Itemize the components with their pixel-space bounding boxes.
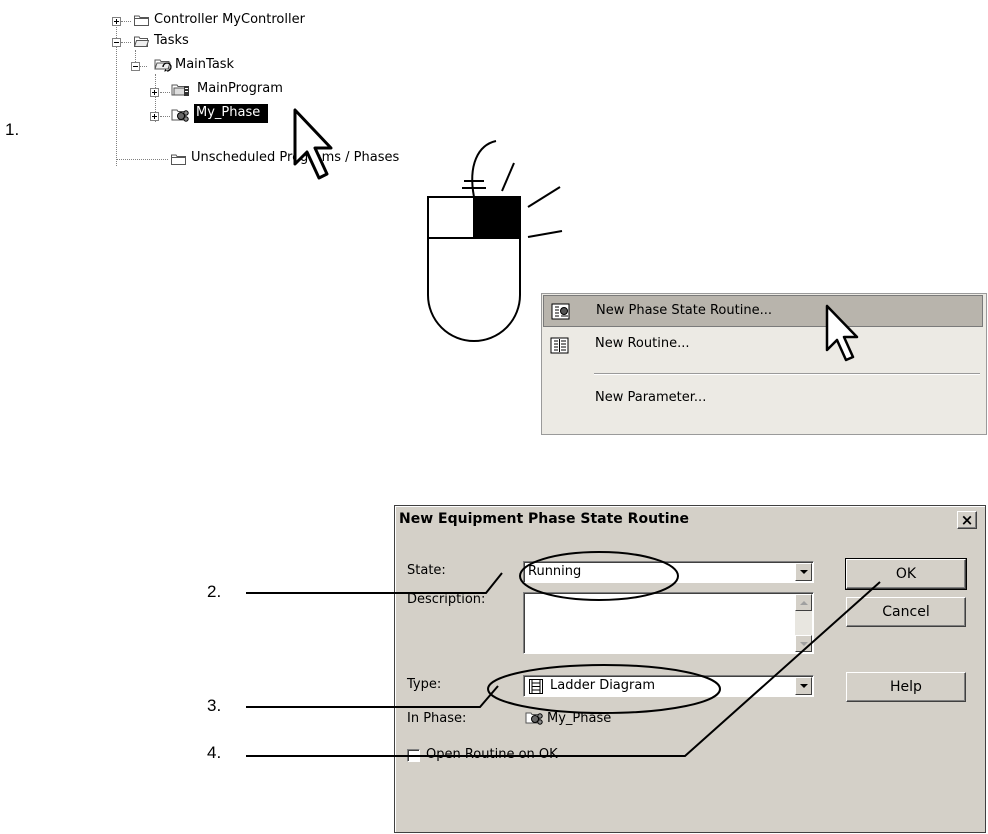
scroll-up-icon bbox=[799, 600, 808, 605]
in-phase-value: My_Phase bbox=[547, 711, 612, 726]
type-value: Ladder Diagram bbox=[550, 678, 656, 693]
expand-my-phase-toggle[interactable] bbox=[150, 112, 159, 121]
close-button[interactable]: × bbox=[957, 511, 977, 529]
phase-state-routine-icon bbox=[551, 303, 570, 320]
menu-item-label: New Parameter... bbox=[595, 390, 707, 405]
expand-mainprogram-toggle[interactable] bbox=[150, 88, 159, 97]
dialog-title-bar: New Equipment Phase State Routine × bbox=[397, 508, 981, 532]
open-routine-label[interactable]: Open Routine on OK bbox=[426, 747, 558, 762]
tree-item-controller[interactable]: Controller MyController bbox=[154, 12, 305, 27]
collapse-maintask-toggle[interactable] bbox=[131, 62, 140, 71]
step-2-label: 2. bbox=[207, 582, 222, 601]
help-button[interactable]: Help bbox=[846, 672, 966, 702]
cancel-label: Cancel bbox=[882, 604, 930, 620]
controller-organizer-tree: Controller MyController Tasks MainTask M… bbox=[110, 8, 470, 180]
program-icon bbox=[171, 84, 189, 96]
state-value: Running bbox=[528, 564, 582, 579]
open-routine-checkbox[interactable] bbox=[407, 749, 420, 762]
type-dropdown[interactable]: Ladder Diagram bbox=[523, 675, 814, 697]
menu-item-label: New Routine... bbox=[595, 336, 690, 351]
collapse-tasks-toggle[interactable] bbox=[112, 38, 121, 47]
ok-button[interactable]: OK bbox=[845, 558, 967, 590]
task-icon bbox=[154, 59, 172, 72]
type-label: Type: bbox=[407, 677, 442, 692]
phase-icon bbox=[525, 712, 543, 725]
dialog-title: New Equipment Phase State Routine bbox=[399, 511, 689, 527]
context-menu: New Phase State Routine... New Routine..… bbox=[541, 293, 987, 435]
tree-item-maintask[interactable]: MainTask bbox=[175, 57, 235, 72]
mouse-pointer-icon bbox=[825, 304, 859, 362]
expand-controller-toggle[interactable] bbox=[112, 17, 121, 26]
open-folder-icon bbox=[134, 36, 149, 47]
tree-item-tasks[interactable]: Tasks bbox=[154, 33, 189, 48]
menu-item-label: New Phase State Routine... bbox=[596, 303, 772, 318]
folder-icon bbox=[171, 154, 186, 165]
type-dropdown-arrow[interactable] bbox=[795, 677, 812, 695]
menu-item-new-phase-state-routine[interactable]: New Phase State Routine... bbox=[543, 295, 983, 327]
phase-icon bbox=[171, 109, 189, 122]
tree-item-my-phase[interactable]: My_Phase bbox=[196, 105, 261, 120]
state-dropdown-arrow[interactable] bbox=[795, 563, 812, 581]
in-phase-label: In Phase: bbox=[407, 711, 467, 726]
scroll-down-button[interactable] bbox=[795, 635, 812, 652]
state-label: State: bbox=[407, 563, 446, 578]
description-field[interactable] bbox=[523, 592, 814, 654]
menu-item-new-parameter[interactable]: New Parameter... bbox=[543, 384, 983, 416]
help-label: Help bbox=[890, 679, 922, 695]
menu-item-new-routine[interactable]: New Routine... bbox=[543, 330, 983, 362]
chevron-down-icon bbox=[799, 570, 808, 574]
scroll-up-button[interactable] bbox=[795, 594, 812, 611]
ladder-diagram-icon bbox=[529, 679, 543, 694]
folder-icon bbox=[134, 15, 149, 26]
menu-separator bbox=[594, 373, 980, 375]
new-phase-state-routine-dialog: New Equipment Phase State Routine × Stat… bbox=[394, 505, 986, 833]
step-4-label: 4. bbox=[207, 743, 222, 762]
scroll-down-icon bbox=[799, 641, 808, 646]
step-3-label: 3. bbox=[207, 696, 222, 715]
description-scrollbar[interactable] bbox=[795, 594, 812, 652]
state-dropdown[interactable]: Running bbox=[523, 561, 814, 583]
routine-icon bbox=[550, 337, 569, 354]
cancel-button[interactable]: Cancel bbox=[846, 597, 966, 627]
mouse-pointer-icon bbox=[293, 108, 333, 180]
tree-item-mainprogram[interactable]: MainProgram bbox=[197, 81, 283, 96]
chevron-down-icon bbox=[799, 684, 808, 688]
description-label: Description: bbox=[407, 592, 486, 607]
close-icon: × bbox=[960, 511, 974, 529]
ok-label: OK bbox=[895, 566, 917, 582]
mouse-right-click-icon bbox=[427, 140, 563, 342]
step-1-label: 1. bbox=[5, 120, 20, 139]
tree-item-my-phase-selection bbox=[194, 104, 268, 123]
